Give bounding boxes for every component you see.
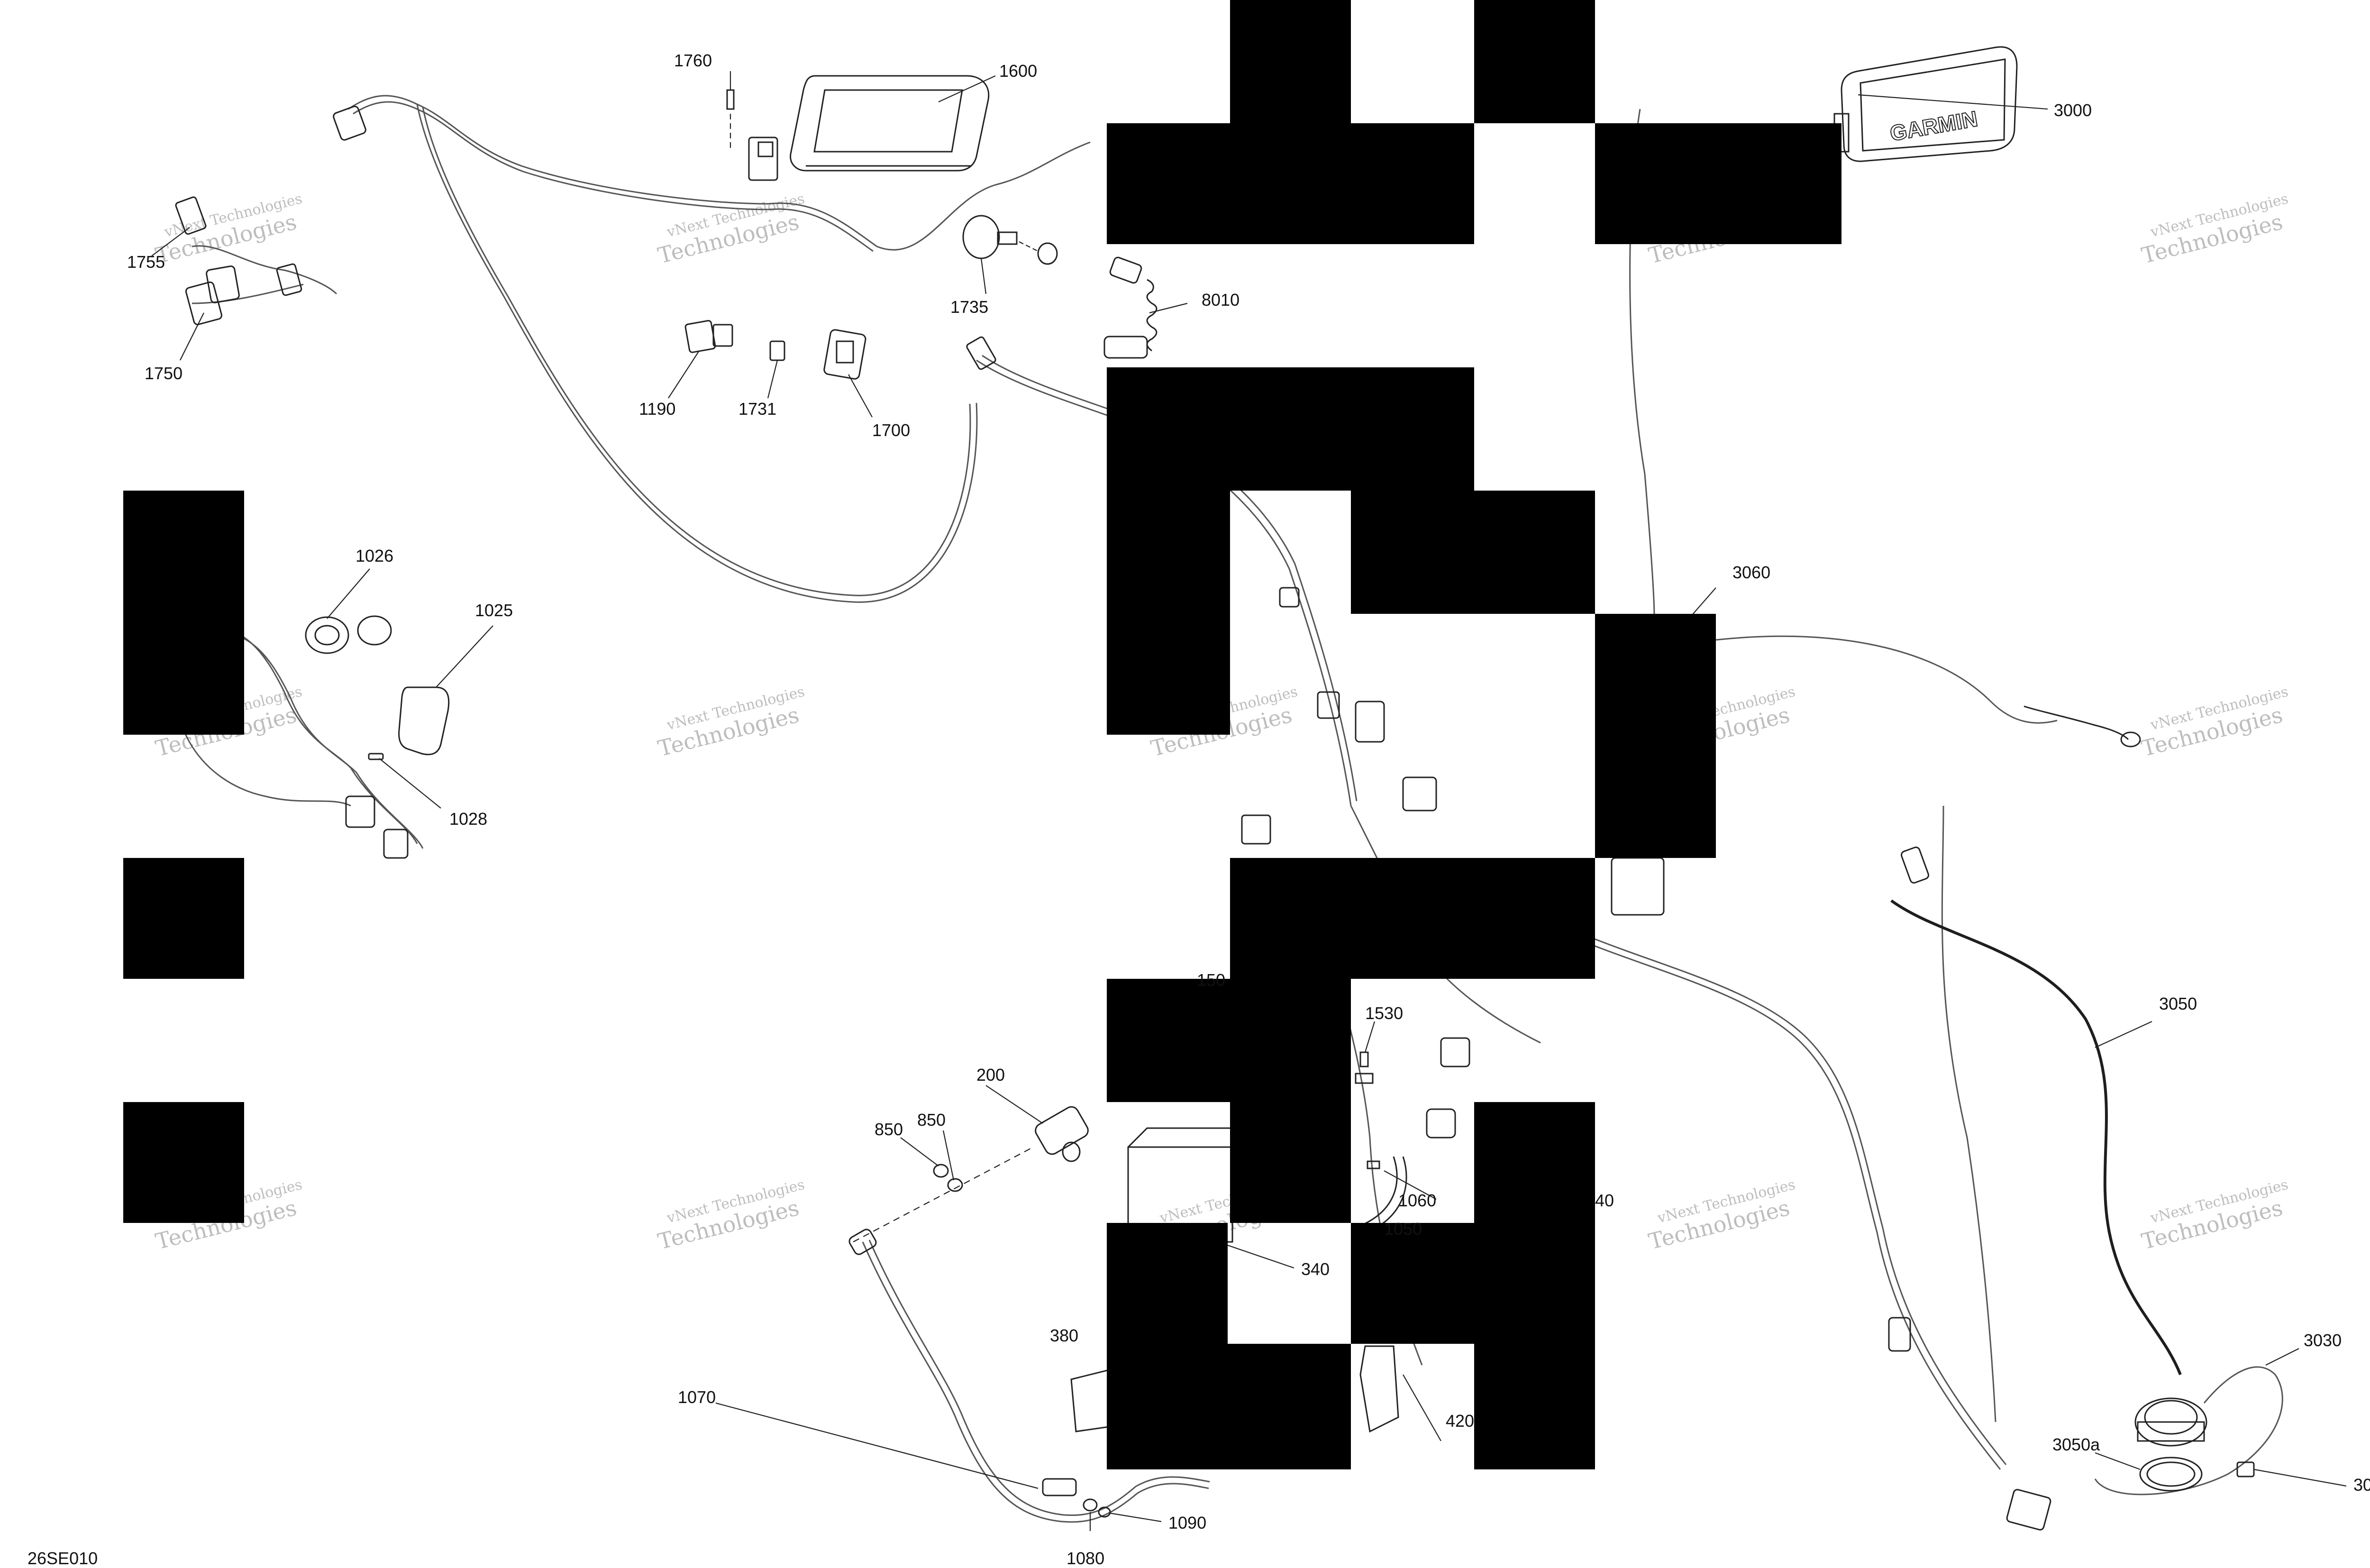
hold-down-bracket	[1359, 1345, 1399, 1433]
redaction-block	[1474, 0, 1595, 123]
callout-label: 1750	[145, 364, 182, 383]
coil-cord	[1103, 256, 1158, 359]
callout-label: 1731	[738, 399, 776, 419]
redaction-block	[1107, 123, 1474, 244]
callout-label: 1530	[1365, 1003, 1403, 1023]
callout-label: 3000	[2054, 100, 2092, 120]
callout-label: 1600	[999, 61, 1037, 81]
callout-label: 40	[1595, 1191, 1614, 1210]
connector	[185, 265, 240, 326]
outlet-cover	[398, 686, 450, 756]
redaction-block	[1351, 491, 1595, 614]
relay	[823, 329, 866, 380]
redaction-block	[1230, 858, 1595, 979]
callout-label: 1090	[1168, 1513, 1206, 1532]
redaction-block	[1107, 491, 1230, 735]
callout-label: 8010	[1202, 290, 1240, 310]
fuse-box	[1241, 776, 1665, 916]
redaction-block	[1595, 123, 1841, 244]
watermark: vNext Technologies Technologies	[2139, 1176, 2290, 1255]
redaction-block	[1474, 1102, 1595, 1469]
gps-display: GARMIN	[1833, 46, 2018, 162]
connector	[2006, 1489, 2051, 1531]
nut	[2236, 1461, 2255, 1477]
transducer-sensor	[2024, 705, 2141, 748]
callout-label: 3050a	[2052, 1435, 2100, 1454]
watermark: vNext Technologies Technologies	[656, 684, 807, 762]
callout-label: 3060	[1732, 563, 1770, 582]
screw	[368, 753, 384, 760]
redaction-block	[1107, 979, 1351, 1102]
redaction-block	[1595, 614, 1716, 858]
callout-label: 1028	[449, 809, 487, 829]
connector	[175, 196, 302, 296]
power-outlet	[305, 615, 392, 654]
battery-bracket	[1070, 1369, 1110, 1432]
connector-bracket	[748, 137, 778, 181]
redaction-block	[1230, 0, 1351, 123]
connector	[345, 795, 409, 859]
clip	[1355, 1051, 1374, 1084]
watermark: vNext Technologies Technologies	[1646, 1176, 1797, 1255]
redaction-block	[123, 858, 244, 979]
o-ring	[2139, 1457, 2203, 1492]
callout-label: 1025	[475, 601, 513, 620]
device-brand-text: GARMIN	[1888, 106, 1979, 146]
watermark: vNext Technologies Technologies	[153, 191, 304, 269]
watermark: vNext Technologies Technologies	[2139, 191, 2290, 269]
cable-terminal	[848, 1229, 1077, 1496]
bolt	[726, 89, 735, 152]
redaction-block	[1230, 1102, 1351, 1223]
callout-label: 850	[875, 1120, 903, 1139]
callout-label: 200	[976, 1065, 1005, 1085]
callout-label: 1755	[127, 252, 165, 272]
callout-labels: 1760 1600 1755 1750 1735 8010 1190 1731 …	[27, 51, 2370, 1568]
callout-label: 1700	[872, 420, 910, 440]
callout-label: 1760	[674, 51, 712, 70]
watermark: vNext Technologies Technologies	[656, 1176, 807, 1255]
antenna-probe	[1900, 847, 1930, 884]
redaction-block	[1107, 1223, 1228, 1469]
harness-clip	[966, 336, 996, 370]
solenoid	[1035, 1106, 1089, 1162]
main-harness	[176, 95, 2283, 1523]
gauge-ring	[2134, 1397, 2207, 1447]
watermark: vNext Technologies Technologies	[2139, 684, 2290, 762]
callout-label: 3030	[2304, 1331, 2342, 1350]
instrument-cluster	[790, 75, 990, 172]
figure-code: 26SE010	[27, 1549, 98, 1568]
redaction-block	[1107, 367, 1474, 491]
connector	[1279, 587, 1385, 743]
redaction-block	[1351, 1223, 1474, 1344]
callout-label: 1026	[356, 546, 393, 565]
callout-label: 380	[1050, 1326, 1078, 1345]
callout-label: 1190	[639, 399, 675, 419]
redaction-masks	[123, 0, 1841, 1469]
redaction-block	[123, 491, 244, 735]
connector	[769, 340, 785, 361]
callout-label: 1070	[678, 1387, 716, 1407]
nut	[853, 1147, 1034, 1242]
callout-label: 340	[1301, 1259, 1330, 1279]
callout-label: 850	[917, 1110, 946, 1130]
leader-lines	[151, 71, 2347, 1531]
connector	[333, 105, 366, 141]
connector	[684, 320, 733, 353]
redaction-block	[123, 1102, 244, 1223]
callout-label: 1060	[1398, 1191, 1436, 1210]
fuse-holder	[1426, 1037, 1911, 1352]
callout-label: 1050	[1384, 1219, 1422, 1239]
callout-label: 3040	[2353, 1475, 2370, 1495]
rotary-switch	[962, 215, 1058, 265]
callout-label: 3050	[2159, 994, 2197, 1013]
callout-label: 420	[1446, 1411, 1474, 1431]
callout-label: 1735	[950, 297, 988, 317]
washer	[1083, 1498, 1111, 1518]
callout-label: 150	[1197, 970, 1225, 990]
callout-label: 1080	[1066, 1549, 1104, 1568]
redaction-block	[1228, 1344, 1351, 1469]
